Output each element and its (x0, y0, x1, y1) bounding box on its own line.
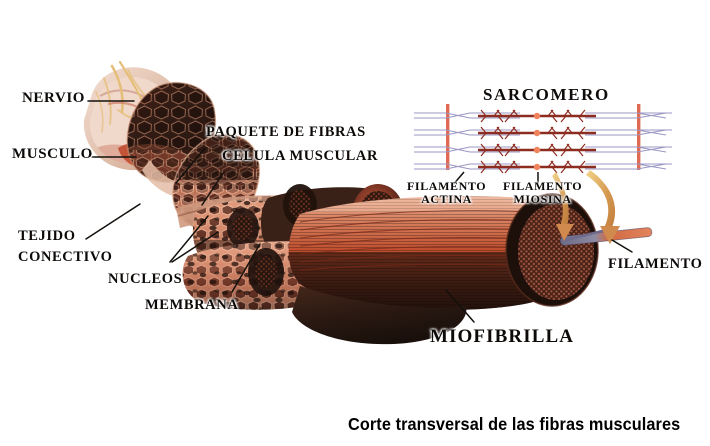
leader-actina (451, 171, 465, 187)
leader-nucleos-b (171, 231, 219, 263)
label-filamento-actina-line1: FILAMENTO (407, 179, 487, 193)
connective-dark-mass (292, 286, 467, 345)
sarcomere-rows (414, 109, 672, 174)
label-filamento-miosina: FILAMENTO MIOSINA (503, 179, 583, 207)
figure-caption: Corte transversal de las fibras muscular… (348, 414, 681, 434)
cross-bridges (480, 143, 586, 157)
m-line-dot (533, 112, 541, 120)
cross-bridges (480, 109, 586, 123)
label-nervio: NERVIO (22, 90, 86, 106)
z-line-left (446, 104, 450, 170)
label-conectivo: CONECTIVO (18, 249, 113, 265)
sarcomere-row (414, 126, 672, 140)
label-celula-muscular: CELULA MUSCULAR (222, 148, 379, 164)
label-filamento-actina-line2: ACTINA (421, 192, 473, 207)
label-nucleos: NUCLEOS (108, 271, 183, 287)
magnify-arrows (552, 170, 620, 244)
leader-filamento (611, 239, 633, 253)
z-line-right (637, 104, 641, 170)
actin-filaments (414, 112, 672, 119)
sarcomere-diagram (414, 104, 672, 187)
label-filamento-actina: FILAMENTO ACTINA (407, 179, 487, 207)
cross-bridges (480, 126, 586, 140)
m-line-dot (533, 146, 541, 154)
label-filamento-miosina-line1: FILAMENTO (503, 179, 583, 193)
leader-celula (201, 171, 225, 206)
label-membrana: MEMBRANA (145, 297, 239, 313)
label-filamento: FILAMENTO (608, 256, 703, 272)
leader-lines (85, 100, 633, 323)
label-paquete-de-fibras: PAQUETE DE FIBRAS (206, 124, 366, 140)
sarcomere-row (414, 160, 672, 174)
label-filamento-miosina-line2: MIOSINA (513, 192, 572, 207)
leader-tejido (85, 203, 141, 240)
leader-paquete (175, 147, 206, 184)
cross-bridges (480, 160, 586, 174)
label-miofibrilla: MIOFIBRILLA (430, 326, 575, 347)
actin-filaments (414, 129, 672, 136)
leader-membrana (231, 243, 261, 293)
label-tejido: TEJIDO (18, 228, 76, 244)
actin-filaments (414, 146, 672, 153)
sarcomere-row (414, 109, 672, 123)
leader-nucleos-a (169, 215, 209, 263)
leader-miofibrilla (445, 289, 475, 323)
myofibril-cylinder (288, 193, 653, 345)
m-line-dot (533, 129, 541, 137)
label-musculo: MUSCULO (12, 146, 93, 162)
sarcomere-row (414, 143, 672, 157)
actin-filaments (414, 163, 672, 170)
m-line-dot (533, 163, 541, 171)
label-sarcomero: SARCOMERO (483, 85, 610, 104)
